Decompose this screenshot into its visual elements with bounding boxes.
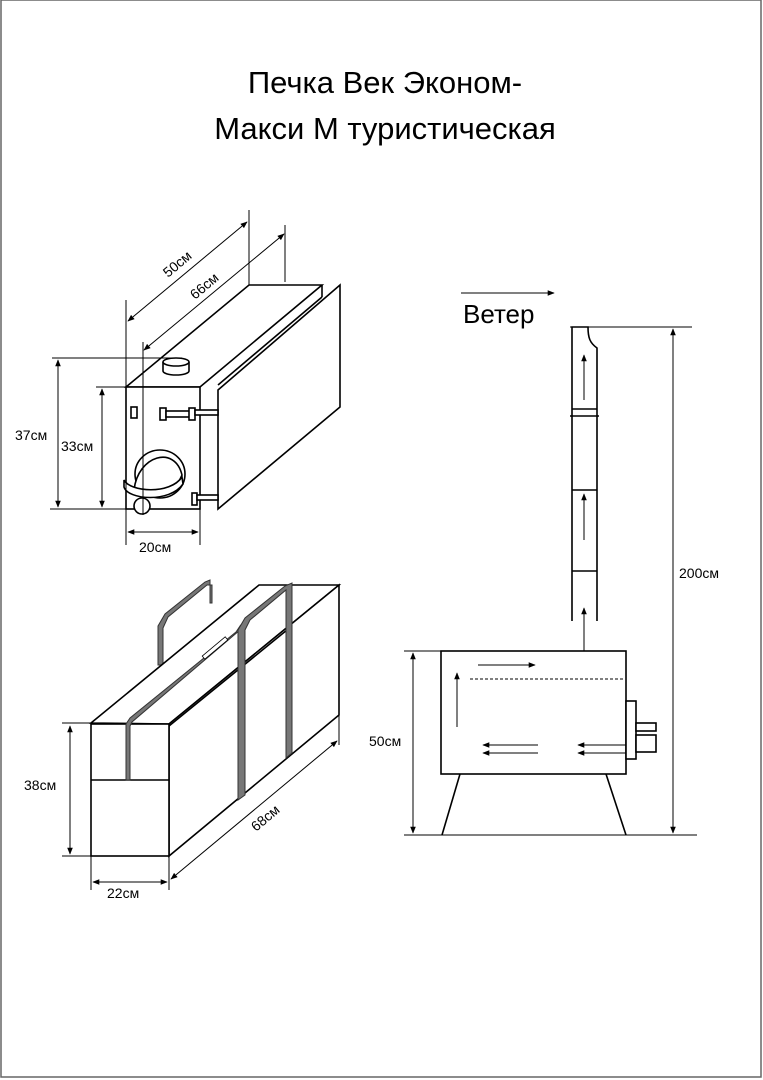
chimney [570, 326, 599, 661]
dim-label-22cm: 22см [107, 885, 139, 901]
dim-label-33cm: 33см [61, 438, 93, 454]
stove-isometric-drawing [50, 210, 341, 545]
stove-side-view-drawing [404, 290, 697, 836]
dim-label-37cm: 37см [15, 427, 47, 443]
bag-zipper-pull [201, 636, 229, 660]
bag-drawing [62, 579, 342, 890]
dim-label-38cm: 38см [24, 777, 56, 793]
dim-label-50cm: 50см [160, 247, 195, 280]
dim-label-200cm: 200см [679, 565, 719, 581]
dim-label-20cm: 20см [139, 539, 171, 555]
wind-label: Ветер [463, 299, 534, 329]
dim-label-50cm-side: 50см [369, 733, 401, 749]
title-line-2: Макси М туристическая [214, 111, 556, 146]
stove-body [440, 650, 627, 775]
stove-door [123, 449, 186, 515]
dim-label-66cm: 66см [187, 269, 222, 302]
chimney-collar [162, 357, 190, 376]
title-line-1: Печка Век Эконом- [248, 65, 522, 100]
dim-label-68cm: 68см [248, 801, 283, 834]
